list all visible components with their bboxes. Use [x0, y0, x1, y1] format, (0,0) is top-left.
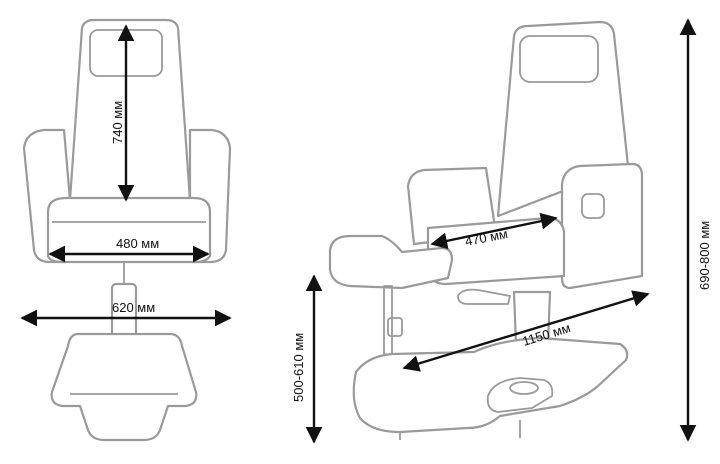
dim-backrest-height-label: 740 мм — [110, 101, 125, 144]
front-base — [50, 332, 198, 442]
side-base — [352, 336, 629, 434]
dim-overall-height-label: 690-800 мм — [697, 221, 712, 290]
front-view-chair — [22, 18, 232, 442]
side-foot-basin — [486, 377, 554, 413]
dim-overall-width-label: 620 мм — [112, 300, 155, 315]
side-headrest — [519, 35, 599, 83]
front-backrest — [68, 18, 192, 202]
side-armrest-front — [560, 162, 644, 290]
dim-seat-depth-line — [430, 212, 558, 250]
front-seat — [46, 196, 212, 264]
dim-seat-width-label: 480 мм — [116, 236, 159, 251]
side-pedal — [457, 288, 511, 305]
dim-footrest-height-label: 500-610 мм — [291, 333, 306, 402]
dim-overall-length-line — [402, 290, 650, 372]
